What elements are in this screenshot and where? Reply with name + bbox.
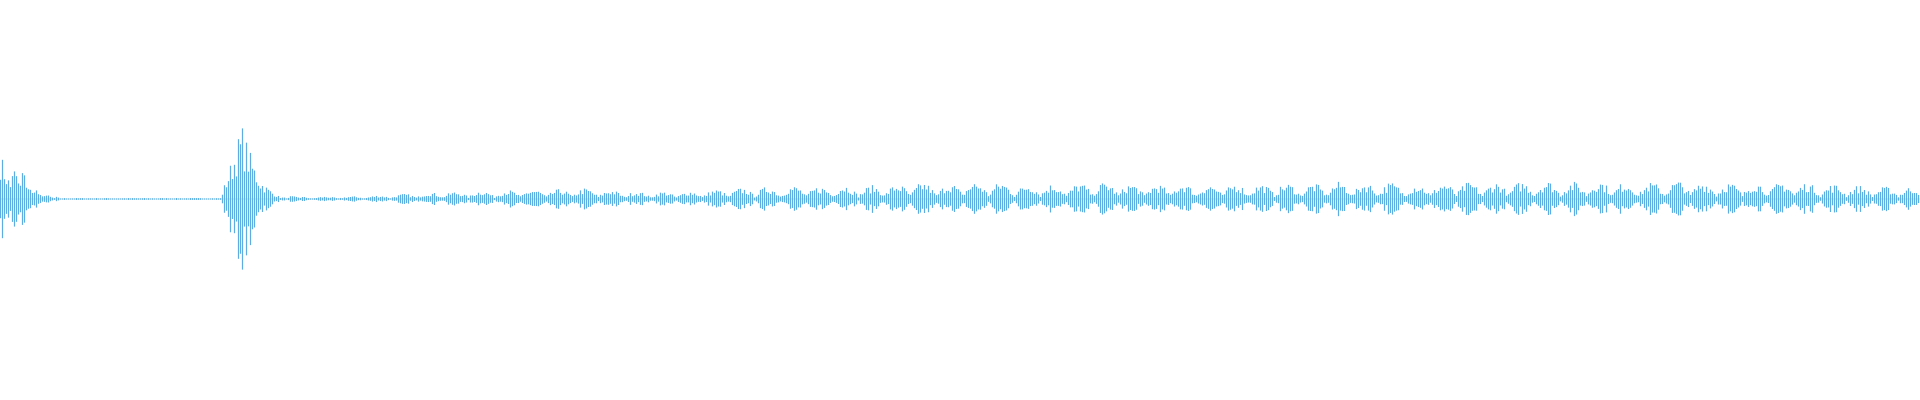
waveform-bars <box>0 128 1920 270</box>
